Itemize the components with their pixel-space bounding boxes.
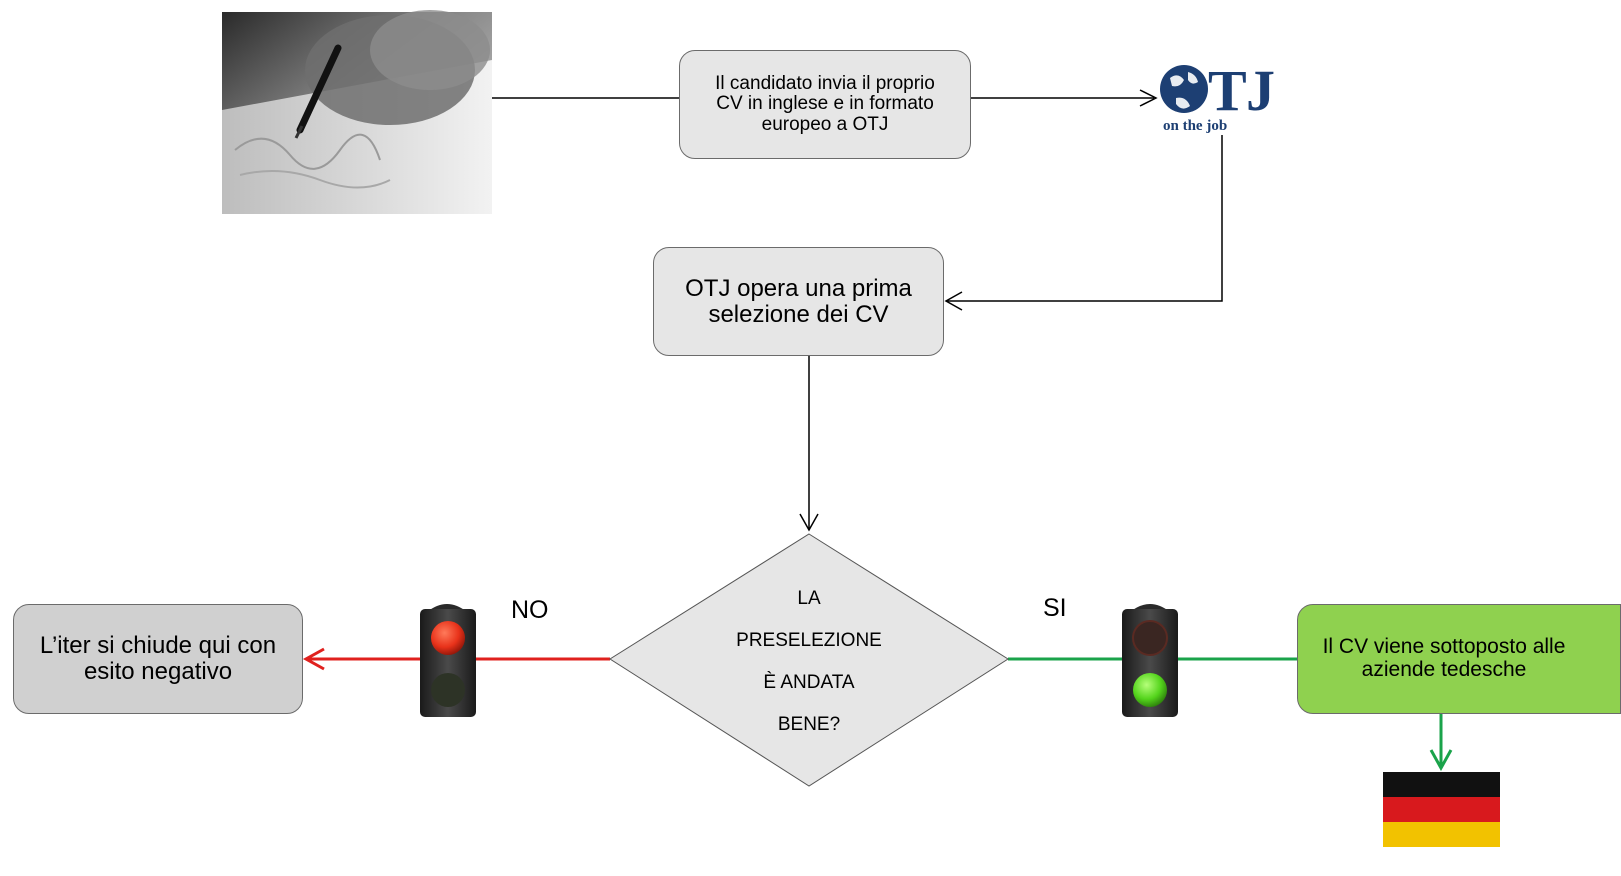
step-send-cv: Il candidato invia il proprio CV in ingl… xyxy=(679,50,971,159)
decision-diamond xyxy=(609,533,1009,787)
step-submitted-text: Il CV viene sottoposto alle aziende tede… xyxy=(1322,635,1566,681)
step-first-selection: OTJ opera una prima selezione dei CV xyxy=(653,247,944,356)
no-label: NO xyxy=(511,596,549,624)
decision-line-3: È ANDATA xyxy=(763,672,855,693)
traffic-light-red-icon xyxy=(420,604,476,717)
decision-line-4: BENE? xyxy=(777,714,841,735)
otj-globe-logo: T J on the job xyxy=(1160,58,1275,134)
step-negative-outcome-text: L’iter si chiude qui con esito negativo xyxy=(39,632,277,685)
arrowhead-step2 xyxy=(944,291,963,311)
decision-question: LA PRESELEZIONE È ANDATA BENE? xyxy=(689,578,929,746)
traffic-light-green-icon xyxy=(1122,604,1178,717)
connector-logo-to-step2 xyxy=(946,135,1223,302)
step-submitted: Il CV viene sottoposto alle aziende tede… xyxy=(1297,604,1621,714)
step-first-selection-text: OTJ opera una prima selezione dei CV xyxy=(685,274,912,328)
arrowhead-decision xyxy=(799,513,819,532)
svg-text:T: T xyxy=(1208,58,1247,123)
decision-line-1: LA xyxy=(797,588,821,609)
arrowhead-logo xyxy=(1139,89,1158,107)
decision-line-2: PRESELEZIONE xyxy=(736,630,882,651)
germany-flag-icon xyxy=(1383,772,1500,847)
hand-writing-signature-photo xyxy=(222,10,492,214)
yes-label: SI xyxy=(1043,594,1067,622)
logo-tagline: on the job xyxy=(1163,118,1227,134)
step-negative-outcome: L’iter si chiude qui con esito negativo xyxy=(13,604,303,714)
svg-text:J: J xyxy=(1246,58,1275,123)
connectors xyxy=(492,89,1223,532)
step-send-cv-text: Il candidato invia il proprio CV in ingl… xyxy=(715,72,935,135)
